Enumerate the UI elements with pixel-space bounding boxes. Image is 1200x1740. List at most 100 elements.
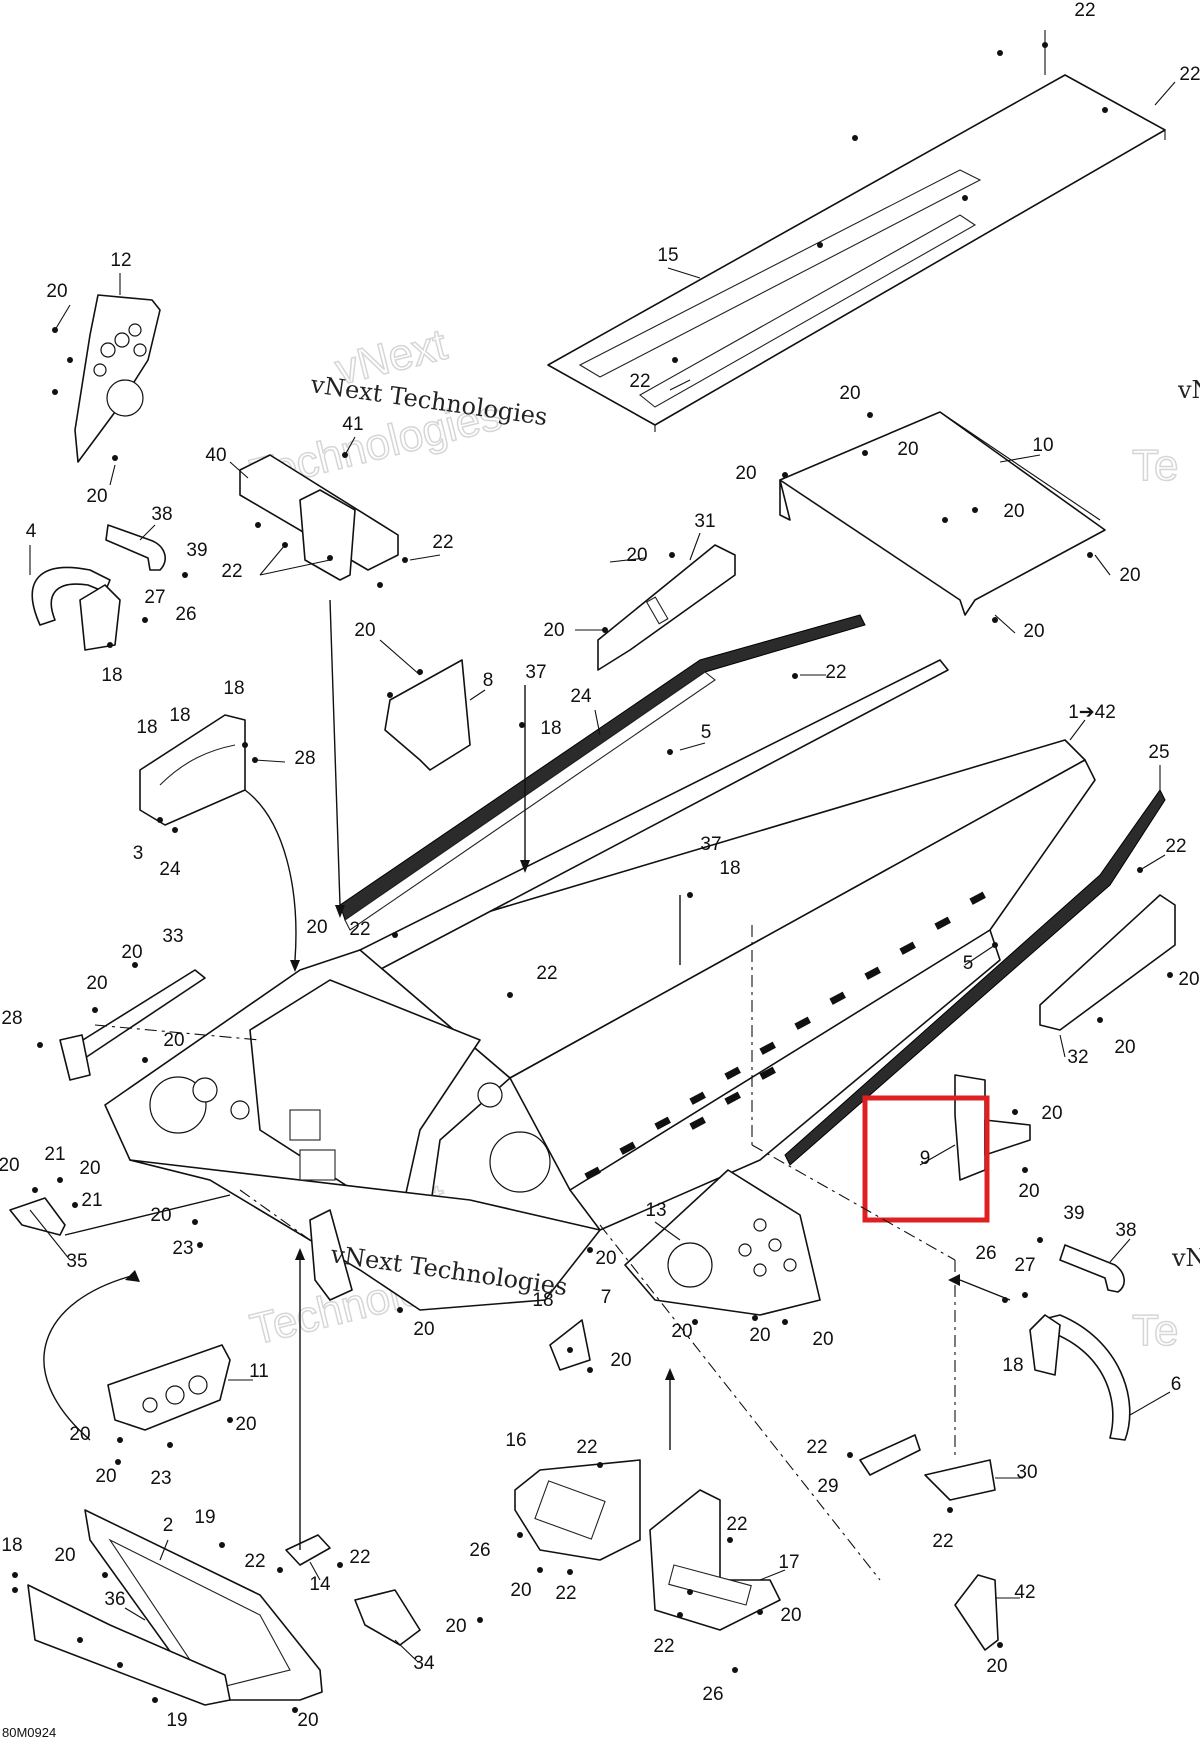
- callout-label: 3: [133, 843, 144, 864]
- callout-label: 20: [297, 1710, 318, 1731]
- callout-label: 40: [205, 445, 226, 466]
- part-18-bracket: [309, 1209, 353, 1301]
- callout-label: 22: [576, 1437, 597, 1458]
- callout-label: 20: [413, 1319, 434, 1340]
- part-12-side-plate: [74, 294, 161, 463]
- callout-label: 18: [169, 705, 190, 726]
- part-38-strap: [105, 524, 1125, 1293]
- callout-label: 29: [817, 1476, 838, 1497]
- part-35-bracket: [9, 1197, 66, 1236]
- callout-label: 20: [0, 1155, 20, 1176]
- callout-label: 16: [505, 1430, 526, 1451]
- callout-label: 20: [812, 1329, 833, 1350]
- callout-label: 41: [342, 414, 363, 435]
- callout-label: 20: [749, 1325, 770, 1346]
- callout-label: 9: [920, 1148, 931, 1169]
- callout-label: 18: [136, 717, 157, 738]
- callout-label: 2: [163, 1515, 174, 1536]
- part-24-rail: [339, 614, 866, 931]
- callout-label: 27: [144, 587, 165, 608]
- callout-label: 20: [897, 439, 918, 460]
- watermark-edge-top: vN: [1177, 376, 1200, 404]
- callout-label: 15: [657, 245, 678, 266]
- callout-label: 26: [469, 1540, 490, 1561]
- callout-label: 26: [975, 1243, 996, 1264]
- callout-label: 20: [163, 1030, 184, 1051]
- callout-label: 22: [726, 1514, 747, 1535]
- callout-label: 20: [69, 1424, 90, 1445]
- callout-label: 26: [175, 604, 196, 625]
- callout-label: 20: [86, 973, 107, 994]
- callout-label: 20: [354, 620, 375, 641]
- part-16-bracket: [514, 1459, 641, 1561]
- part-32-bracket: [1039, 894, 1176, 1031]
- callout-label: 20: [54, 1545, 75, 1566]
- part-14-bracket: [285, 1534, 331, 1566]
- callout-label: 20: [1178, 969, 1199, 990]
- callout-label: 22: [1074, 0, 1095, 21]
- callout-label: 22: [1165, 836, 1186, 857]
- part-2-long-plate: [84, 1509, 323, 1701]
- part-34-bracket: [354, 1589, 421, 1646]
- part-6-handle: [1029, 1314, 1131, 1441]
- callout-label: 39: [1063, 1203, 1084, 1224]
- callout-label: 22: [806, 1437, 827, 1458]
- callout-label: 24: [570, 686, 592, 707]
- callout-label: 20: [1003, 501, 1024, 522]
- callout-label: 20: [1114, 1037, 1135, 1058]
- callout-label: 10: [1032, 435, 1053, 456]
- leader-lines: [29, 30, 1176, 1663]
- callout-label: 20: [86, 486, 107, 507]
- callout-label: 19: [166, 1710, 187, 1731]
- part-15-tunnel-plate: [547, 74, 1166, 432]
- callout-label: 39: [186, 540, 207, 561]
- part-7-bracket: [549, 1319, 591, 1371]
- callout-label: 21: [81, 1190, 102, 1211]
- callout-label: 22: [555, 1583, 576, 1604]
- callout-label: 20: [445, 1616, 466, 1637]
- watermark-ghost-edge-bottom: Te: [1132, 1306, 1178, 1355]
- callout-label: 20: [79, 1158, 100, 1179]
- callout-label: 38: [1115, 1220, 1136, 1241]
- part-29-bracket: [859, 1434, 921, 1476]
- callout-label: 25: [1148, 742, 1169, 763]
- callout-label: 18: [540, 718, 561, 739]
- callout-label: 35: [66, 1251, 87, 1272]
- callout-label: 22: [653, 1636, 674, 1657]
- callout-label: 18: [101, 665, 122, 686]
- callout-label: 23: [172, 1238, 193, 1259]
- callout-label: 28: [294, 748, 315, 769]
- callout-label: 20: [510, 1580, 531, 1601]
- callout-label: 20: [1018, 1181, 1039, 1202]
- callout-label: 20: [1023, 621, 1044, 642]
- callout-label: 20: [839, 383, 860, 404]
- highlight-box-part-9: [862, 1095, 990, 1223]
- part-1-tunnel-frame: [104, 659, 1096, 1311]
- callout-label: 31: [694, 511, 715, 532]
- callout-label: 11: [249, 1361, 269, 1382]
- callout-label: 42: [1014, 1582, 1035, 1603]
- callout-label: 30: [1016, 1462, 1037, 1483]
- callout-label: 20: [986, 1656, 1007, 1677]
- callout-label: 22: [932, 1531, 953, 1552]
- callout-label: 20: [1119, 565, 1140, 586]
- callout-label: 12: [110, 250, 131, 271]
- callout-label: 22: [825, 662, 846, 683]
- part-9-gusset: [954, 1074, 1031, 1181]
- part-33-strip: [59, 969, 206, 1081]
- watermark-ghost-edge-top: Te: [1132, 441, 1178, 490]
- callout-label: 18: [1002, 1355, 1023, 1376]
- part-40-cross-member: [239, 454, 399, 581]
- callout-label: 22: [536, 963, 557, 984]
- callout-label: 27: [1014, 1255, 1035, 1276]
- callout-label: 8: [483, 670, 494, 691]
- callout-label: 20: [626, 545, 647, 566]
- callout-label: 20: [235, 1414, 256, 1435]
- callout-label: 5: [701, 722, 712, 743]
- callout-label: 38: [151, 504, 172, 525]
- callout-label: 33: [162, 926, 183, 947]
- callout-label: 6: [1171, 1374, 1182, 1395]
- callout-label: 20: [95, 1466, 116, 1487]
